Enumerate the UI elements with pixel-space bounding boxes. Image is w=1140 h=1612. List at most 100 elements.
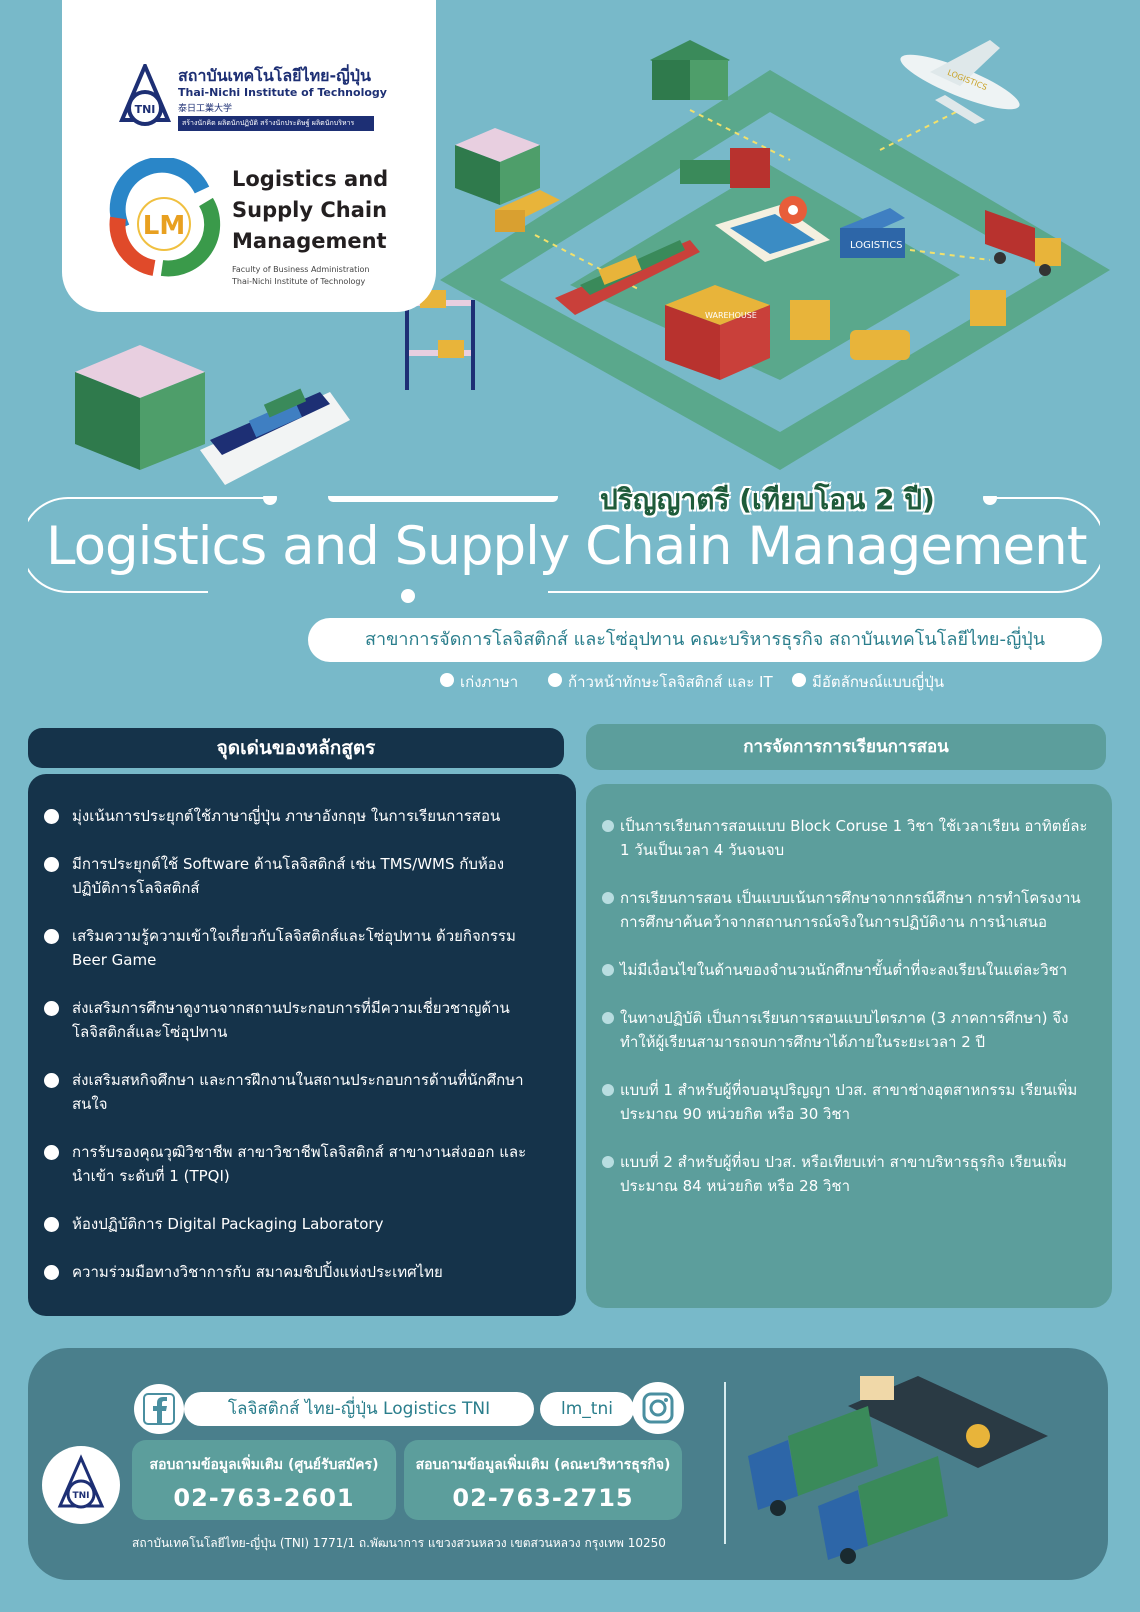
list-item-line: การศึกษาค้นคว้าจากสถานการณ์จริงในการปฏิบ… <box>620 913 1048 931</box>
house-icon <box>650 40 730 100</box>
bullet-icon <box>602 892 614 904</box>
footer-divider <box>724 1382 726 1544</box>
airplane-icon: LOGISTICS <box>900 40 1020 124</box>
contact-phone[interactable]: 02-763-2601 <box>173 1484 355 1512</box>
container-green <box>680 160 730 184</box>
boxes-icon <box>790 300 830 340</box>
list-item: มีการประยุกต์ใช้ Software ด้านโลจิสติกส์… <box>44 852 586 900</box>
list-item-line: เป็นการเรียนการสอนแบบ Block Coruse 1 วิช… <box>620 817 1088 835</box>
bullet-icon <box>602 1012 614 1024</box>
tag-japanese-identity: มีอัตลักษณ์แบบญี่ปุ่น <box>792 670 944 694</box>
list-item: แบบที่ 2 สำหรับผู้ที่จบ ปวส. หรือเทียบเท… <box>602 1150 1096 1198</box>
container-red <box>730 148 770 188</box>
list-item-line: เสริมความรู้ความเข้าใจเกี่ยวกับโลจิสติกส… <box>72 927 516 945</box>
bullet-icon <box>44 1073 59 1088</box>
address: สถาบันเทคโนโลยีไทย-ญี่ปุ่น (TNI) 1771/1 … <box>132 1536 666 1550</box>
list-item-line: ทำให้ผู้เรียนสามารถจบการศึกษาได้ภายในระย… <box>620 1033 986 1051</box>
lm-title-line: Management <box>232 229 387 253</box>
bullet-icon <box>44 1217 59 1232</box>
bullet-icon <box>602 1084 614 1096</box>
instagram-icon[interactable] <box>632 1382 684 1434</box>
tni-name-thai: สถาบันเทคโนโลยีไทย-ญี่ปุ่น <box>178 66 371 85</box>
degree-label: ปริญญาตรี (เทียบโอน 2 ปี) <box>600 483 935 516</box>
list-item: การรับรองคุณวุฒิวิชาชีพ สาขาวิชาชีพโลจิส… <box>44 1140 586 1188</box>
bullet-icon <box>602 964 614 976</box>
logo-card: TNI สถาบันเทคโนโลยีไทย-ญี่ปุ่น Thai-Nich… <box>62 0 436 312</box>
list-item-line: การเรียนการสอน เป็นแบบเน้นการศึกษาจากกรณ… <box>620 889 1081 907</box>
list-item-line: มีการประยุกต์ใช้ Software ด้านโลจิสติกส์… <box>72 855 505 873</box>
list-item-line: ประมาณ 90 หน่วยกิต หรือ 30 วิชา <box>620 1105 851 1123</box>
bullet-icon <box>44 1001 59 1016</box>
title-frame <box>28 496 1100 603</box>
bullet-icon <box>44 929 59 944</box>
list-item-line: แบบที่ 1 สำหรับผู้ที่จบอนุปริญญา ปวส. สา… <box>620 1081 1078 1099</box>
van-icon <box>850 330 910 360</box>
instagram-link[interactable]: lm_tni <box>540 1392 634 1426</box>
list-item-line: สนใจ <box>72 1095 108 1113</box>
list-item: เสริมความรู้ความเข้าใจเกี่ยวกับโลจิสติกส… <box>44 924 586 972</box>
lm-logo-icon: LM <box>109 158 221 277</box>
lm-title-line: Supply Chain <box>232 198 388 222</box>
list-item: ความร่วมมือทางวิชาการกับ สมาคมชิปปิ้งแห่… <box>44 1260 586 1284</box>
logistics-illustration: LOGISTICS LOGISTICS WAREHOUSE <box>75 40 1110 485</box>
tni-name-japanese: 泰日工業大学 <box>178 104 233 114</box>
contact-label: สอบถามข้อมูลเพิ่มเติม (คณะบริหารธุรกิจ) <box>415 1457 671 1473</box>
list-item: ไม่มีเงื่อนไขในด้านของจำนวนนักศึกษาขั้นต… <box>602 958 1096 982</box>
list-item: ในทางปฏิบัติ เป็นการเรียนการสอนแบบไตรภาค… <box>602 1006 1096 1054</box>
warehouse-icon: WAREHOUSE <box>665 285 770 380</box>
list-item-line: มุ่งเน้นการประยุกต์ใช้ภาษาญี่ปุ่น ภาษาอั… <box>72 807 501 825</box>
list-item: มุ่งเน้นการประยุกต์ใช้ภาษาญี่ปุ่น ภาษาอั… <box>44 804 586 828</box>
list-item-line: ความร่วมมือทางวิชาการกับ สมาคมชิปปิ้งแห่… <box>72 1263 443 1281</box>
list-item-line: โลจิสติกส์และโซ่อุปทาน <box>72 1023 228 1041</box>
tni-emblem-footer-icon: TNI <box>42 1446 120 1524</box>
tni-emblem-icon: TNI <box>118 64 172 126</box>
list-item: ส่งเสริมสหกิจศึกษา และการฝึกงานในสถานประ… <box>44 1068 586 1116</box>
tni-emblem-text: TNI <box>135 103 156 116</box>
contact-phone[interactable]: 02-763-2715 <box>452 1484 634 1512</box>
bullet-icon <box>44 809 59 824</box>
facebook-link[interactable]: โลจิสติกส์ ไทย-ญี่ปุ่น Logistics TNI <box>184 1392 534 1426</box>
warehouse-label: WAREHOUSE <box>705 311 757 320</box>
boxes-icon-2 <box>970 290 1006 326</box>
bullet-icon <box>602 820 614 832</box>
list-item-line: ไม่มีเงื่อนไขในด้านของจำนวนนักศึกษาขั้นต… <box>620 961 1068 979</box>
list-item-line: ประมาณ 84 หน่วยกิต หรือ 28 วิชา <box>620 1177 851 1195</box>
container-label: LOGISTICS <box>850 240 903 251</box>
footer-emblem-text: TNI <box>72 1491 89 1501</box>
tni-name-english: Thai-Nichi Institute of Technology <box>178 86 387 99</box>
bullet-icon <box>44 1265 59 1280</box>
list-item: ส่งเสริมการศึกษาดูงานจากสถานประกอบการที่… <box>44 996 586 1044</box>
list-item-line: Beer Game <box>72 951 157 969</box>
list-item: ห้องปฏิบัติการ Digital Packaging Laborat… <box>44 1212 586 1236</box>
facebook-icon[interactable] <box>134 1384 184 1434</box>
bullet-icon <box>602 1156 614 1168</box>
list-item-line: การรับรองคุณวุฒิวิชาชีพ สาขาวิชาชีพโลจิส… <box>72 1143 527 1161</box>
list-item-line: ปฏิบัติการโลจิสติกส์ <box>72 879 200 897</box>
faculty-pill: สาขาการจัดการโลจิสติกส์ และโซ่อุปทาน คณะ… <box>308 618 1102 662</box>
container-blue: LOGISTICS <box>840 208 905 258</box>
list-item-line: แบบที่ 2 สำหรับผู้ที่จบ ปวส. หรือเทียบเท… <box>620 1153 1067 1171</box>
cargo-ship-icon <box>555 240 700 315</box>
lm-title-line: Logistics and <box>232 167 389 191</box>
contact-faculty: สอบถามข้อมูลเพิ่มเติม (คณะบริหารธุรกิจ) … <box>404 1440 682 1520</box>
truck-icon <box>495 190 560 232</box>
list-item-line: ในทางปฏิบัติ เป็นการเรียนการสอนแบบไตรภาค… <box>620 1009 1069 1027</box>
list-item-line: 1 วันเป็นเวลา 4 วันจนจบ <box>620 841 785 859</box>
list-item-line: ส่งเสริมสหกิจศึกษา และการฝึกงานในสถานประ… <box>72 1071 524 1089</box>
teaching-panel: เป็นการเรียนการสอนแบบ Block Coruse 1 วิช… <box>586 784 1112 1308</box>
lm-title: Logistics and Supply Chain Management <box>232 164 432 257</box>
red-truck-icon <box>985 210 1061 276</box>
lm-subtitle-institute: Thai-Nichi Institute of Technology <box>232 277 366 286</box>
warehouse-bottom-icon <box>75 345 205 470</box>
list-item: แบบที่ 1 สำหรับผู้ที่จบอนุปริญญา ปวส. สา… <box>602 1078 1096 1126</box>
list-item: เป็นการเรียนการสอนแบบ Block Coruse 1 วิช… <box>602 814 1096 862</box>
highlights-header: จุดเด่นของหลักสูตร <box>28 728 564 768</box>
bullet-icon <box>44 1145 59 1160</box>
page-title: Logistics and Supply Chain Management <box>46 516 1087 577</box>
contact-admission: สอบถามข้อมูลเพิ่มเติม (ศูนย์รับสมัคร) 02… <box>132 1440 396 1520</box>
contact-label: สอบถามข้อมูลเพิ่มเติม (ศูนย์รับสมัคร) <box>149 1457 379 1473</box>
list-item-line: ส่งเสริมการศึกษาดูงานจากสถานประกอบการที่… <box>72 999 510 1017</box>
bullet-icon <box>44 857 59 872</box>
ship-icon <box>200 388 350 485</box>
list-item-line: นำเข้า ระดับที่ 1 (TPQI) <box>72 1167 230 1185</box>
